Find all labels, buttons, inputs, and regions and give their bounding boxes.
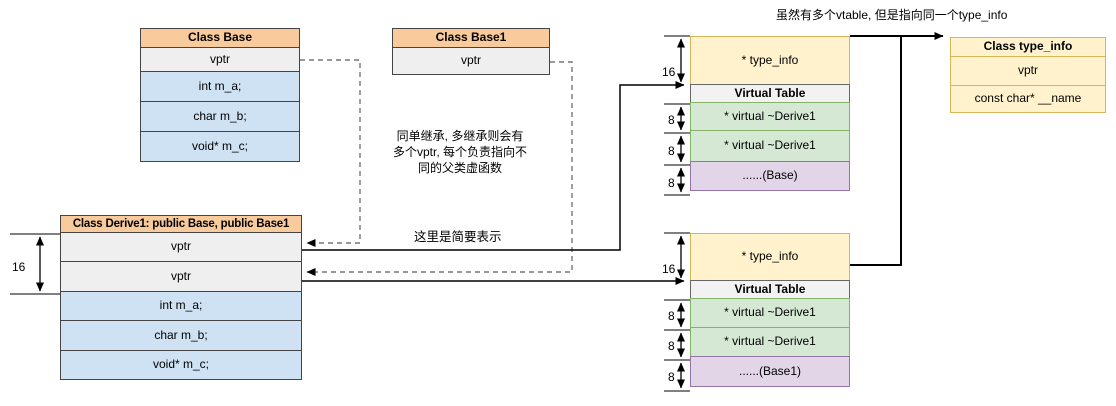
class-base-title: Class Base — [140, 28, 300, 48]
note-brief-representation: 这里是简要表示 — [414, 230, 502, 244]
class-base-table: Class Base vptr int m_a; char m_b; void*… — [140, 28, 300, 162]
class-base-member-cell: int m_a; — [140, 71, 300, 102]
connector-vtable2-to-typeinfo — [850, 37, 902, 266]
vtable1-virtual-slot-cell: * virtual ~Derive1 — [690, 130, 850, 162]
vtable1-base-part-cell: ......(Base) — [690, 161, 850, 191]
measure-label-vtable2-16: 16 — [662, 262, 676, 276]
class-typeinfo-table: Class type_info vptr const char* __name — [950, 37, 1106, 113]
vtable2-virtual-slot-cell: * virtual ~Derive1 — [690, 327, 850, 357]
measure-label-vtable2-8: 8 — [668, 339, 675, 353]
vtable2-virtual-slot-cell: * virtual ~Derive1 — [690, 298, 850, 328]
vtable2: * type_info Virtual Table * virtual ~Der… — [690, 233, 850, 387]
dashed-base-vptr-to-derive1-vptr1 — [300, 59, 361, 247]
class-typeinfo-vptr-cell: vptr — [950, 56, 1106, 86]
class-derive1-member-cell: void* m_c; — [60, 350, 302, 380]
class-base1-vptr-cell: vptr — [392, 47, 550, 75]
vtable1: * type_info Virtual Table * virtual ~Der… — [690, 36, 850, 191]
measure-label-vtable1-16: 16 — [662, 65, 676, 79]
measure-label-vtable1-8: 8 — [668, 113, 675, 127]
measure-label-vtable2-8: 8 — [668, 309, 675, 323]
class-derive1-vptr1-cell: vptr — [60, 232, 302, 262]
vtable1-header-cell: Virtual Table — [690, 84, 850, 103]
class-base-member-cell: void* m_c; — [140, 131, 300, 162]
vtable2-base1-part-cell: ......(Base1) — [690, 356, 850, 387]
class-derive1-vptr2-cell: vptr — [60, 261, 302, 292]
class-base1-table: Class Base1 vptr — [392, 28, 550, 75]
measure-label-vtable1-8: 8 — [668, 176, 675, 190]
vtable2-typeinfo-cell: * type_info — [690, 233, 850, 281]
vtable2-header-cell: Virtual Table — [690, 280, 850, 299]
note-multiple-vptr: 同单继承, 多继承则会有 多个vptr, 每个负责指向不 同的父类虚函数 — [392, 129, 527, 175]
class-derive1-member-cell: char m_b; — [60, 320, 302, 351]
class-typeinfo-title: Class type_info — [950, 37, 1106, 57]
class-derive1-table: Class Derive1: public Base, public Base1… — [60, 215, 302, 380]
class-typeinfo-name-cell: const char* __name — [950, 85, 1106, 113]
vtable1-virtual-slot-cell: * virtual ~Derive1 — [690, 102, 850, 131]
class-base-vptr-cell: vptr — [140, 47, 300, 72]
class-derive1-title: Class Derive1: public Base, public Base1 — [60, 215, 302, 233]
note-shared-typeinfo: 虽然有多个vtable, 但是指向同一个type_info — [776, 8, 1008, 22]
measure-label-vtable2-8: 8 — [668, 370, 675, 384]
measure-label-vtable1-8: 8 — [668, 144, 675, 158]
class-base1-title: Class Base1 — [392, 28, 550, 48]
measure-label-derive1-16: 16 — [12, 260, 26, 274]
class-base-member-cell: char m_b; — [140, 101, 300, 132]
vtable1-typeinfo-cell: * type_info — [690, 36, 850, 85]
class-derive1-member-cell: int m_a; — [60, 291, 302, 321]
